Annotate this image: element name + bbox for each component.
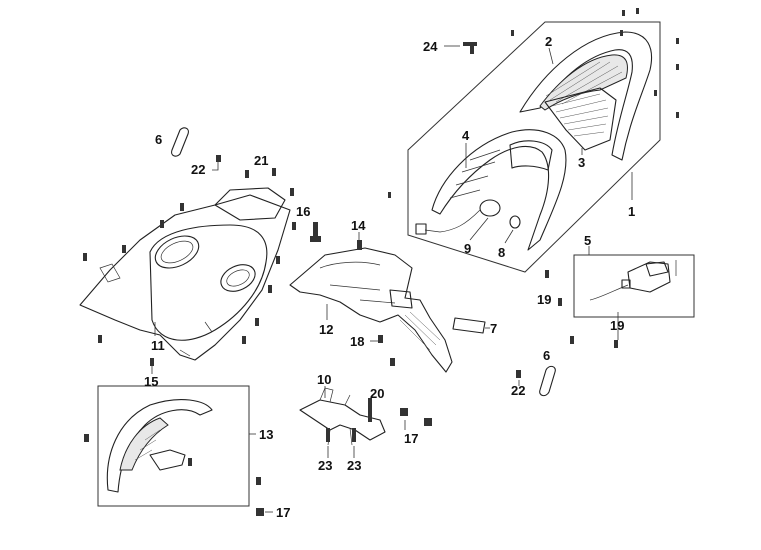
front-fender-frame [97, 385, 250, 507]
callout-16: 16 [296, 204, 310, 219]
callout-19b: 19 [610, 318, 624, 333]
callout-22a: 22 [191, 162, 205, 177]
callout-13: 13 [259, 427, 273, 442]
rear-body-cover [79, 187, 291, 361]
callout-18: 18 [350, 334, 364, 349]
callout-labels: 24 2 4 3 1 9 8 5 19 19 6 22 21 16 14 12 … [144, 34, 635, 520]
callout-3: 3 [578, 155, 585, 170]
taillight-reflector [544, 87, 617, 151]
bolts-23 [326, 428, 356, 442]
callout-2: 2 [545, 34, 552, 49]
callout-10: 10 [317, 372, 331, 387]
callout-12: 12 [319, 322, 333, 337]
callout-6a: 6 [155, 132, 162, 147]
taillight-screws [388, 8, 679, 198]
leader-9 [469, 217, 489, 241]
callout-21: 21 [254, 153, 268, 168]
callout-11: 11 [151, 338, 165, 353]
side-reflector-upper [171, 127, 189, 157]
callout-5: 5 [584, 233, 591, 248]
callout-15: 15 [144, 374, 158, 389]
bolt-20 [368, 398, 372, 422]
bulb-socket-wiring [415, 199, 501, 235]
bulb [509, 215, 521, 229]
callout-22b: 22 [511, 383, 525, 398]
rear-fender [289, 247, 453, 373]
callout-4: 4 [462, 128, 470, 143]
callout-20: 20 [370, 386, 384, 401]
plate-bracket [452, 317, 486, 334]
leaders-23 [327, 446, 355, 458]
screw-22b [516, 370, 521, 378]
licence-light-frame [573, 254, 695, 318]
callout-6b: 6 [543, 348, 550, 363]
leader-2 [548, 47, 554, 65]
screw-22a [216, 155, 221, 162]
leader-22a [212, 162, 219, 171]
taillight-lens [519, 31, 652, 161]
taillight-group-frame [407, 21, 661, 273]
bolt-16 [292, 222, 321, 242]
licence-light [589, 260, 677, 301]
side-reflector-lower [539, 365, 556, 397]
front-fender [106, 399, 213, 493]
nut-17b [256, 508, 264, 516]
nuts-17a [400, 408, 432, 426]
taillight-housing [431, 129, 567, 251]
callout-17a: 17 [404, 431, 418, 446]
cover-screws [83, 168, 294, 366]
leader-8 [504, 229, 514, 244]
callout-8: 8 [498, 245, 505, 260]
callout-14: 14 [351, 218, 366, 233]
screw-19 [545, 270, 618, 348]
callout-7: 7 [490, 321, 497, 336]
callout-23a: 23 [318, 458, 332, 473]
callout-17b: 17 [276, 505, 290, 520]
screw-14 [357, 240, 362, 250]
callout-24: 24 [423, 39, 438, 54]
fender-screws [84, 434, 261, 485]
callout-1: 1 [628, 204, 635, 219]
callout-23b: 23 [347, 458, 361, 473]
callout-9: 9 [464, 241, 471, 256]
screw-18 [378, 335, 395, 366]
callout-19a: 19 [537, 292, 551, 307]
